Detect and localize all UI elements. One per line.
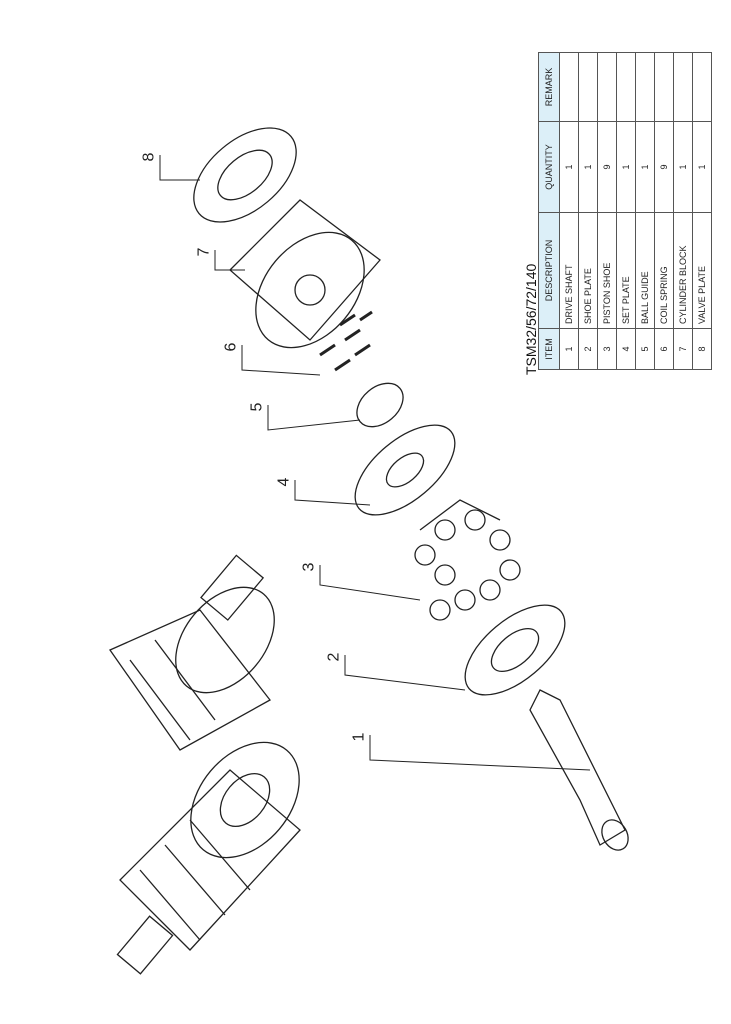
remark	[616, 52, 636, 122]
header-item: ITEM	[538, 328, 560, 370]
set-plate	[354, 424, 456, 516]
cylinder-block	[229, 199, 381, 349]
leader-lines	[159, 155, 591, 771]
quantity: 1	[635, 121, 655, 213]
remark	[673, 52, 693, 122]
remark	[559, 52, 579, 122]
description: CYLINDER BLOCK	[673, 212, 693, 329]
shoe-plate	[464, 604, 566, 696]
callout-8: 8	[140, 152, 158, 162]
callout-7: 7	[195, 247, 213, 257]
header-quantity: QUANTITY	[538, 121, 560, 213]
quantity: 9	[597, 121, 617, 213]
description: DRIVE SHAFT	[559, 212, 579, 329]
item: 1	[559, 328, 579, 370]
piston-shoes	[414, 499, 521, 621]
description: COIL SPRING	[654, 212, 674, 329]
quantity: 9	[654, 121, 674, 213]
remark	[578, 52, 598, 122]
quantity: 1	[616, 121, 636, 213]
header-remark: REMARK	[538, 52, 560, 122]
callout-1: 1	[350, 732, 368, 742]
callout-6: 6	[222, 342, 240, 352]
callout-2: 2	[325, 652, 343, 662]
assembled-pump-1	[116, 741, 301, 975]
table-header-row: ITEM DESCRIPTION QUANTITY REMARK	[538, 52, 560, 370]
remark	[692, 52, 712, 122]
item: 6	[654, 328, 674, 370]
description: VALVE PLATE	[692, 212, 712, 329]
quantity: 1	[673, 121, 693, 213]
description: SET PLATE	[616, 212, 636, 329]
quantity: 1	[559, 121, 579, 213]
description: BALL GUIDE	[635, 212, 655, 329]
item: 3	[597, 328, 617, 370]
description: SHOE PLATE	[578, 212, 598, 329]
quantity: 1	[692, 121, 712, 213]
item: 8	[692, 328, 712, 370]
callout-5: 5	[248, 402, 266, 412]
quantity: 1	[578, 121, 598, 213]
header-description: DESCRIPTION	[538, 212, 560, 329]
valve-plate	[193, 127, 297, 223]
remark	[635, 52, 655, 122]
item: 7	[673, 328, 693, 370]
callout-3: 3	[300, 562, 318, 572]
remark	[654, 52, 674, 122]
description: PISTON SHOE	[597, 212, 617, 329]
item: 4	[616, 328, 636, 370]
remark	[597, 52, 617, 122]
assembled-pump-2	[109, 554, 275, 751]
coil-springs	[319, 310, 373, 372]
ball-guide	[356, 382, 404, 428]
drive-shaft	[529, 689, 629, 851]
callout-4: 4	[275, 477, 293, 487]
item: 5	[635, 328, 655, 370]
item: 2	[578, 328, 598, 370]
